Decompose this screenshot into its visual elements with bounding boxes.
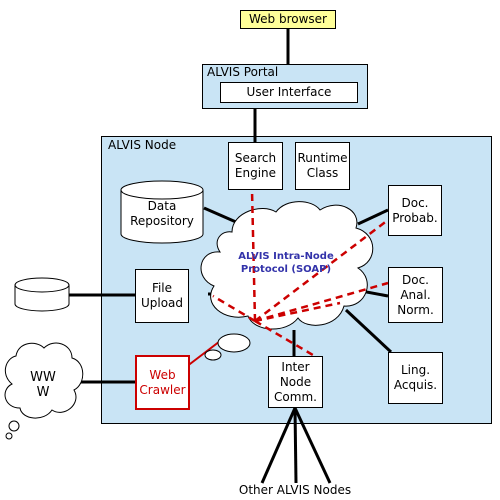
alvis-portal-title: ALVIS Portal bbox=[207, 65, 279, 79]
dash-file-upload bbox=[212, 294, 256, 323]
other-node-line-1 bbox=[260, 407, 297, 484]
runtime-class-box[interactable]: Runtime Class bbox=[295, 142, 350, 190]
doc-probab-link bbox=[357, 208, 389, 226]
dash-inter-node bbox=[254, 319, 319, 360]
web-browser-box[interactable]: Web browser bbox=[240, 10, 336, 29]
www-cloud bbox=[4, 342, 84, 419]
intra-node-cloud bbox=[200, 201, 374, 330]
dash-doc-probab bbox=[254, 219, 389, 322]
www-bubble-2 bbox=[5, 432, 13, 440]
data-repository-label: Data Repository bbox=[130, 199, 194, 228]
web-crawler-box[interactable]: Web Crawler bbox=[135, 355, 190, 410]
data-repository-cylinder bbox=[120, 180, 204, 244]
other-node-line-3 bbox=[293, 407, 332, 484]
www-bubble-1 bbox=[8, 420, 20, 432]
other-alvis-nodes-label: Other ALVIS Nodes bbox=[238, 483, 352, 497]
search-engine-box[interactable]: Search Engine bbox=[228, 142, 283, 190]
ling-acquis-link bbox=[344, 308, 393, 354]
dash-search bbox=[250, 189, 257, 322]
external-disk-cylinder bbox=[14, 277, 70, 312]
user-interface-box[interactable]: User Interface bbox=[220, 82, 358, 103]
dash-mid bbox=[254, 301, 341, 323]
ling-acquis-box[interactable]: Ling. Acquis. bbox=[388, 352, 443, 404]
cloud-bubble-2 bbox=[204, 349, 222, 361]
www-label: WW W bbox=[30, 370, 56, 400]
cloud-bubble-1 bbox=[217, 333, 251, 353]
inter-node-comm-box[interactable]: Inter Node Comm. bbox=[268, 356, 323, 408]
file-upload-box[interactable]: File Upload bbox=[135, 269, 189, 323]
doc-probab-box[interactable]: Doc. Probab. bbox=[388, 185, 442, 236]
doc-anal-norm-box[interactable]: Doc. Anal. Norm. bbox=[388, 267, 443, 323]
repository-link bbox=[203, 206, 237, 224]
protocol-label: ALVIS Intra-Node Protocol (SOAP) bbox=[238, 251, 334, 275]
other-node-line-2 bbox=[293, 407, 298, 484]
alvis-node-title: ALVIS Node bbox=[108, 138, 177, 152]
